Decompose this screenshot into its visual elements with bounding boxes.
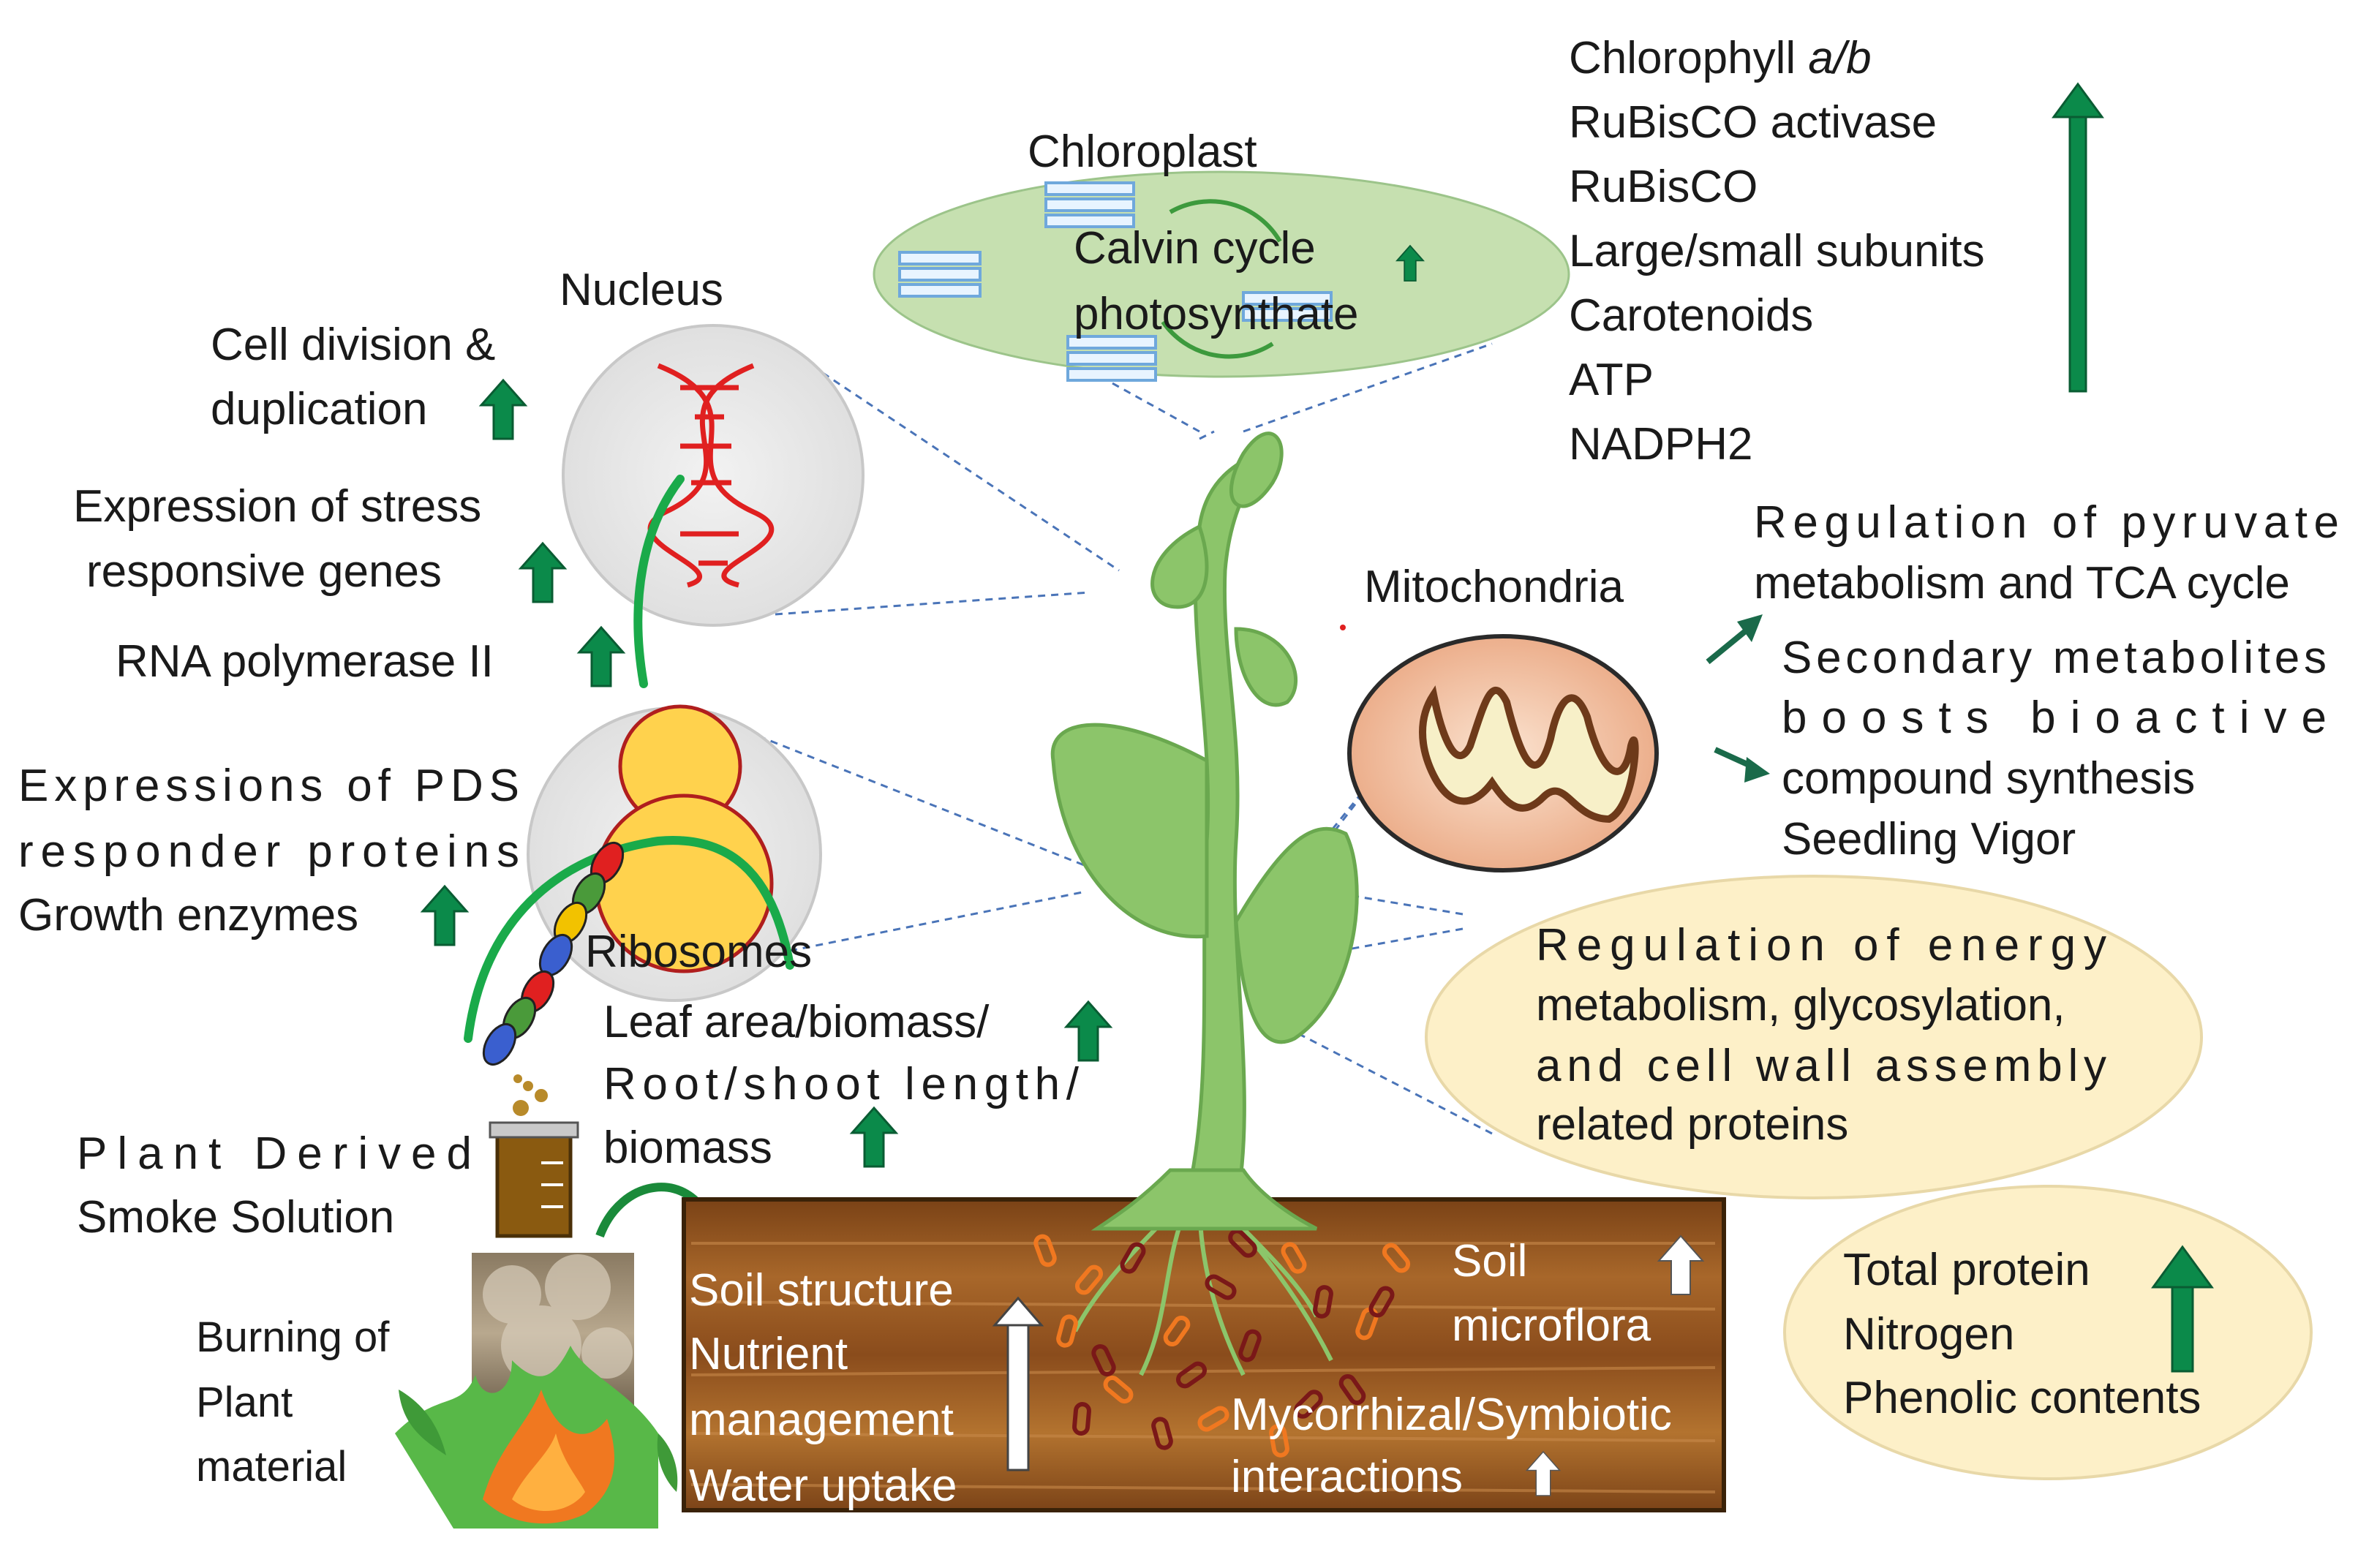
output-item: RuBisCO activase xyxy=(1569,97,1937,148)
thylakoid-stacks xyxy=(898,181,1333,382)
burning-line2: Plant xyxy=(196,1379,293,1426)
plant-leaf-large-right xyxy=(1234,826,1359,1044)
chloroplast-line2: photosynthate xyxy=(1074,289,1359,339)
plant-leaf-small-right xyxy=(1234,627,1297,707)
stress-line1: Expression of stress xyxy=(73,481,481,532)
peptide-chain xyxy=(482,842,625,1066)
smoke-line1: Plant Derived xyxy=(77,1128,472,1179)
plant-leaf-large-left xyxy=(1050,723,1209,939)
output-item: ATP xyxy=(1569,355,1654,405)
burning-line1: Burning of xyxy=(196,1313,390,1361)
chloroplast-group: Chloroplast Calvin cycle photosynthate xyxy=(873,127,1570,382)
plant-leaf-small-left xyxy=(1150,524,1209,609)
plant-root-base xyxy=(1091,1168,1318,1231)
secondary-line2: boosts bioactive xyxy=(1782,693,2327,743)
nucleus-group: Nucleus Cell division & duplication Expr… xyxy=(73,265,865,688)
pyruvate-pointer-line xyxy=(1706,626,1750,665)
mycorrhizal-line2: interactions xyxy=(1231,1452,1463,1502)
mitochondria-cristae xyxy=(1419,685,1639,823)
output-item: Large/small subunits xyxy=(1569,226,1985,276)
protein-line3: Phenolic contents xyxy=(1843,1373,2201,1423)
chloroplast-line1: Calvin cycle xyxy=(1074,223,1316,274)
pds-up-arrow-icon xyxy=(421,885,468,946)
secondary-pointer-arrowhead-icon xyxy=(1744,757,1770,783)
protein-group: Total protein Nitrogen Phenolic contents xyxy=(1783,1185,2313,1480)
microflora-line1: Soil xyxy=(1452,1236,1527,1286)
protein-line2: Nitrogen xyxy=(1843,1309,2014,1360)
cell-division-line2: duplication xyxy=(211,384,427,434)
plant-illustration xyxy=(1050,431,1359,1231)
secondary-line4: Seedling Vigor xyxy=(1782,814,2076,864)
energy-ellipse xyxy=(1425,875,2203,1199)
pds-line2: responder proteins xyxy=(18,826,519,877)
soil-structure-label: Soil structure xyxy=(689,1265,954,1316)
pyruvate-line1: Regulation of pyruvate xyxy=(1754,497,2339,548)
output-item: RuBisCO xyxy=(1569,162,1758,212)
rna-polymerase-label: RNA polymerase II xyxy=(116,636,494,687)
cell-division-up-arrow-icon xyxy=(480,379,527,440)
biomass-up-arrow-icon xyxy=(851,1107,897,1168)
pyruvate-line2: metabolism and TCA cycle xyxy=(1754,558,2290,608)
energy-line4: related proteins xyxy=(1536,1099,1848,1150)
output-chlorophyll: Chlorophyll a/b xyxy=(1569,33,1872,83)
energy-line1: Regulation of energy xyxy=(1536,920,2106,970)
microflora-line2: microflora xyxy=(1452,1300,1651,1351)
biomass-label: biomass xyxy=(603,1123,772,1173)
output-item: NADPH2 xyxy=(1569,419,1753,470)
mycorrhizal-line1: Mycorrhizal/Symbiotic xyxy=(1231,1390,1672,1440)
water-uptake-label: Water uptake xyxy=(689,1460,957,1511)
pds-line3: Growth enzymes xyxy=(18,890,358,941)
nutrient-line1: Nutrient xyxy=(689,1329,848,1379)
red-dot xyxy=(1340,625,1346,630)
smoke-line2: Smoke Solution xyxy=(77,1192,394,1243)
secondary-line3: compound synthesis xyxy=(1782,753,2195,804)
ribosome-mrna-strand xyxy=(464,836,794,1043)
pyruvate-pointer-arrowhead-icon xyxy=(1737,614,1763,642)
output-item: Carotenoids xyxy=(1569,290,1813,341)
dna-helix-icon xyxy=(647,363,775,588)
soil-box: Soil structure Nutrient management Water… xyxy=(682,1197,1726,1512)
rna-polymerase-up-arrow-icon xyxy=(578,626,625,687)
leaf-area-label: Leaf area/biomass/ xyxy=(603,997,990,1047)
energy-group: Regulation of energy metabolism, glycosy… xyxy=(1425,875,2203,1199)
chloroplast-outputs: Chlorophyll a/b RuBisCO activase RuBisCO… xyxy=(1569,33,2104,470)
stress-up-arrow-icon xyxy=(519,542,566,603)
mrna-strand xyxy=(633,475,685,688)
outputs-long-up-arrow-icon xyxy=(2052,82,2104,393)
secondary-line1: Secondary metabolites xyxy=(1782,633,2327,683)
protein-up-arrow-icon xyxy=(2151,1245,2214,1373)
calvin-cycle-arrows xyxy=(1161,199,1282,359)
cell-division-line1: Cell division & xyxy=(211,320,495,370)
energy-line2: metabolism, glycosylation, xyxy=(1536,980,2065,1030)
plant-leaf-top xyxy=(1229,431,1284,508)
soil-long-up-arrow-icon xyxy=(992,1296,1044,1471)
beaker-icon xyxy=(489,1074,579,1238)
fire-plant-icon xyxy=(395,1346,678,1529)
mitochondria-group: Mitochondria Regulation of pyruvate meta… xyxy=(1347,497,2339,872)
smoke-group: Plant Derived Smoke Solution Burning of … xyxy=(77,1074,724,1529)
burning-line3: material xyxy=(196,1443,347,1490)
nutrient-line2: management xyxy=(689,1395,954,1445)
root-shoot-label: Root/shoot length/ xyxy=(603,1059,1080,1109)
ribosome-group: Ribosomes Expressions of PDS responder p… xyxy=(18,704,822,1066)
mitochondria-title: Mitochondria xyxy=(1364,562,1624,612)
chloroplast-title: Chloroplast xyxy=(1028,127,1257,177)
stress-line2: responsive genes xyxy=(86,546,442,597)
smoke-clouds xyxy=(483,1254,633,1386)
ribosome-title: Ribosomes xyxy=(585,927,812,977)
protein-line1: Total protein xyxy=(1843,1245,2090,1295)
pds-line1: Expressions of PDS xyxy=(18,761,519,811)
growth-labels: Leaf area/biomass/ Root/shoot length/ bi… xyxy=(603,997,1112,1173)
nucleus-title: Nucleus xyxy=(560,265,723,315)
leaf-area-up-arrow-icon xyxy=(1065,1000,1112,1062)
